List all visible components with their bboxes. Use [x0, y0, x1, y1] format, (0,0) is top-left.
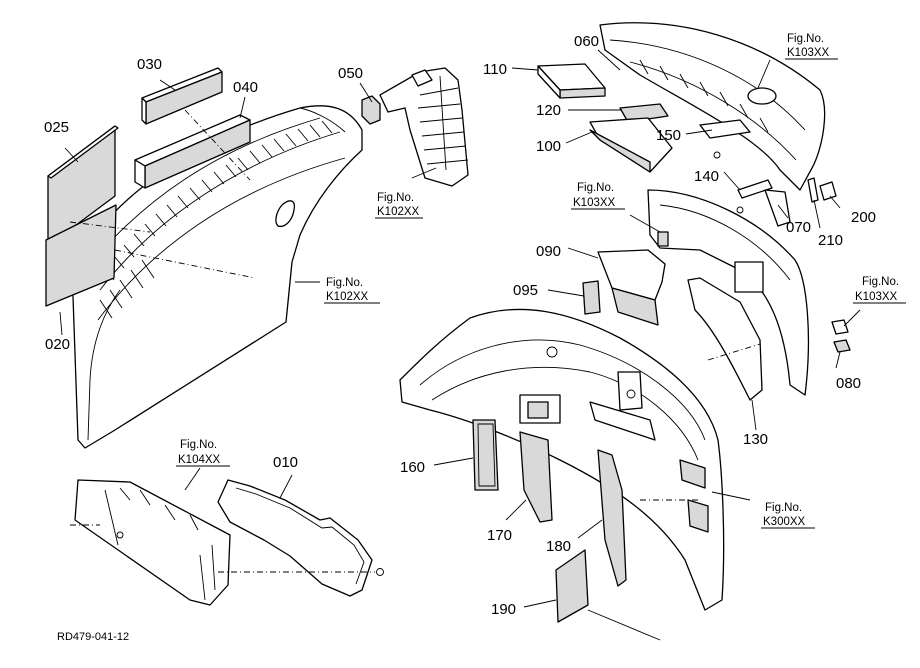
svg-text:K102XX: K102XX: [326, 291, 369, 303]
svg-text:Fig.No.: Fig.No.: [787, 33, 824, 45]
leader-lines: [59, 49, 861, 641]
middle-right-panel: [647, 189, 810, 396]
svg-text:K103XX: K103XX: [787, 47, 830, 59]
fig-ref-k102-lower[interactable]: Fig.No. K102XX: [324, 277, 380, 304]
part-200-shape: [819, 181, 837, 201]
part-180-shape: [597, 449, 627, 587]
part-label-020: 020: [45, 336, 70, 353]
fig-ref-k103-right[interactable]: Fig.No. K103XX: [853, 276, 906, 304]
part-label-090: 090: [536, 243, 561, 260]
part-label-130: 130: [743, 431, 768, 448]
part-110-shape: [537, 63, 606, 99]
part-label-110: 110: [483, 61, 507, 78]
part-label-190: 190: [491, 601, 516, 618]
lower-left-bracket: [70, 479, 231, 606]
svg-text:K104XX: K104XX: [178, 454, 221, 466]
svg-text:Fig.No.: Fig.No.: [180, 439, 217, 451]
part-130-shape: [687, 277, 763, 401]
part-label-095: 095: [513, 282, 538, 299]
part-label-120: 120: [536, 102, 561, 119]
part-label-170: 170: [487, 527, 512, 544]
part-label-080: 080: [836, 375, 861, 392]
fig-ref-k103-top[interactable]: Fig.No. K103XX: [785, 33, 838, 60]
part-140-shape: [736, 179, 773, 214]
part-label-060: 060: [574, 33, 599, 50]
part-080-shape: [831, 319, 851, 353]
part-010-shape: [217, 479, 384, 597]
left-fender-assembly: [71, 105, 363, 449]
part-025-shape: [47, 125, 119, 247]
svg-text:Fig.No.: Fig.No.: [862, 276, 899, 288]
part-label-100: 100: [536, 138, 561, 155]
part-190-shape: [555, 549, 589, 623]
part-120-shape: [619, 103, 669, 123]
svg-text:Fig.No.: Fig.No.: [765, 502, 802, 514]
part-label-040: 040: [233, 79, 258, 96]
svg-text:Fig.No.: Fig.No.: [377, 192, 414, 204]
svg-text:Fig.No.: Fig.No.: [577, 182, 614, 194]
part-label-030: 030: [137, 56, 162, 73]
lower-right-fender: [399, 308, 725, 611]
svg-text:K103XX: K103XX: [573, 197, 616, 209]
part-210-shape: [807, 177, 819, 203]
figure-reference-labels: Fig.No. K102XX Fig.No. K102XX Fig.No. K1…: [176, 33, 906, 529]
part-095-shape: [582, 280, 601, 315]
part-label-210: 210: [818, 232, 843, 249]
svg-text:K103XX: K103XX: [855, 291, 898, 303]
part-100-shape: [589, 117, 673, 173]
part-label-150: 150: [656, 127, 681, 144]
svg-text:K102XX: K102XX: [377, 206, 420, 218]
part-150-shape: [699, 119, 751, 159]
fig-ref-k102-upper[interactable]: Fig.No. K102XX: [375, 192, 423, 219]
svg-text:Fig.No.: Fig.No.: [326, 277, 363, 289]
part-number-labels: 010 020 025 030 040 050 060 070 080 090 …: [44, 33, 876, 618]
part-label-025: 025: [44, 119, 69, 136]
part-label-050: 050: [338, 65, 363, 82]
part-050-shape: [361, 95, 381, 125]
part-label-070: 070: [786, 219, 811, 236]
svg-text:K300XX: K300XX: [763, 516, 806, 528]
part-090-shape: [597, 249, 666, 326]
part-170-shape: [519, 431, 553, 523]
drawing-reference-code: RD479-041-12: [57, 631, 129, 643]
part-label-160: 160: [400, 459, 425, 476]
fig-ref-k104[interactable]: Fig.No. K104XX: [176, 439, 230, 467]
part-040-shape: [134, 109, 251, 189]
fig-ref-k300[interactable]: Fig.No. K300XX: [761, 502, 815, 529]
part-label-140: 140: [694, 168, 719, 185]
center-bracket-assembly: [379, 67, 469, 187]
part-020-shape: [45, 204, 151, 307]
part-label-200: 200: [851, 209, 876, 226]
fig-ref-k103-mid[interactable]: Fig.No. K103XX: [571, 182, 625, 210]
part-030-shape: [141, 67, 223, 125]
part-label-010: 010: [273, 454, 298, 471]
part-070-shape: [764, 189, 791, 227]
part-label-180: 180: [546, 538, 571, 555]
part-160-shape: [472, 419, 499, 491]
